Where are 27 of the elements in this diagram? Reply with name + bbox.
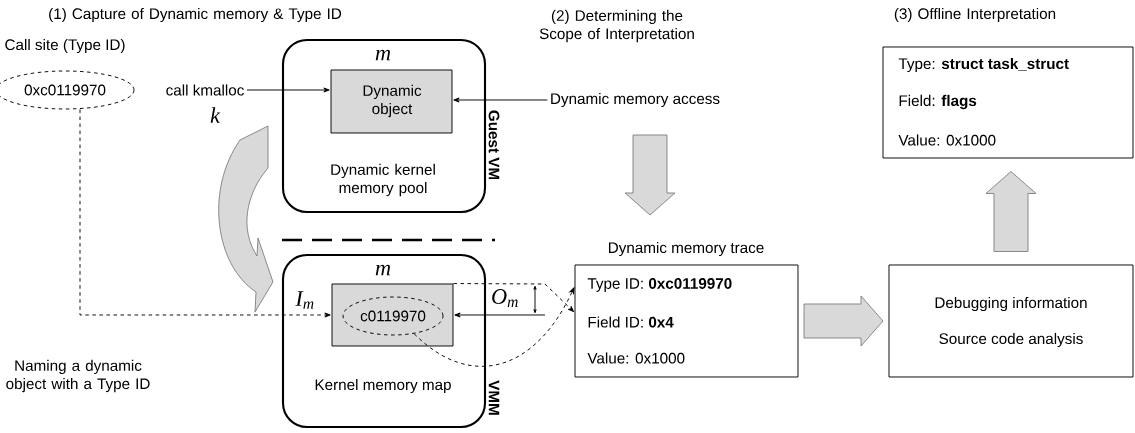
edge-label: Naming a dynamic object with a Type ID [1,358,155,394]
call-label: call kmalloc [166,84,244,96]
block-arrow [985,171,1037,252]
step-heading: (2) Determining the Scope of Interpretation [539,9,694,43]
math-symbol: O$_{m}$ [492,289,518,307]
node-label: VMM [488,380,500,415]
caption-label: Call site (Type ID) [5,38,125,54]
node-label: Dynamic memory trace [608,241,764,257]
object-box: Dynamic object [330,69,453,134]
result-box: Type: struct task_struct Field: flags Value: 0x1000 [882,46,1134,159]
step-heading: (3) Offline Interpretation [894,7,1056,23]
trace-box: Dynamic memory trace Type ID: 0xc0119970 Field ID: 0x4 Value: 0x1000 [574,241,799,378]
block-arrow [624,134,676,216]
arrow [453,283,575,313]
arrow [453,97,548,103]
block-arrow [803,295,884,347]
arrow [246,87,330,93]
object-box [331,283,454,347]
math-symbol: I$_{m}$ [295,291,314,309]
step-heading: (1) Capture of Dynamic memory & Type ID [49,7,342,23]
arrow [79,109,331,318]
analysis-box: Debugging information Source code analysis [888,264,1134,378]
math-symbol: k [210,107,221,123]
math-symbol: m [375,264,391,276]
access-label: Dynamic memory access [551,92,720,108]
arrow [454,312,546,318]
node-label: Guest VM [488,110,500,180]
